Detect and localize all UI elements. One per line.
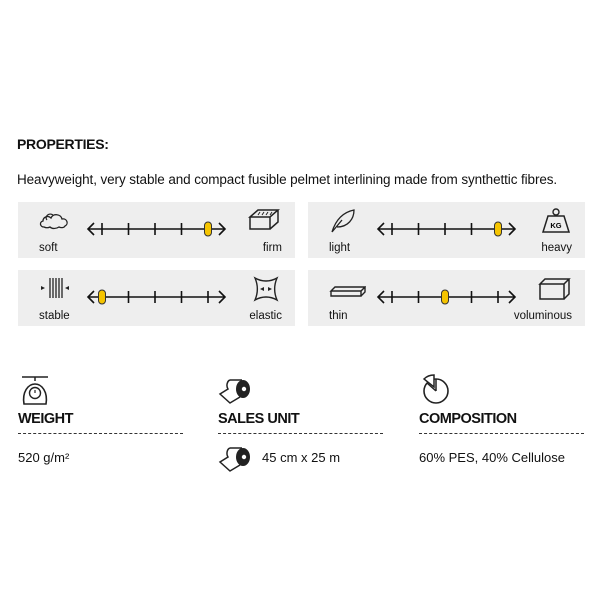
roll-icon (218, 447, 250, 472)
scale-right-label: firm (262, 242, 282, 254)
arrow-right-icon (218, 290, 227, 304)
scale-right-label: elastic (249, 310, 282, 322)
arrow-left-icon (376, 290, 385, 304)
scale-left-label: stable (39, 310, 70, 322)
arrow-left-icon (376, 222, 385, 236)
properties-heading: PROPERTIES: (17, 136, 109, 152)
scale-thin-voluminous: thin voluminous (308, 270, 585, 326)
thin-block-icon (329, 286, 366, 297)
pie-chart-icon (422, 374, 449, 404)
weight-value: 520 g/m² (18, 450, 70, 465)
slider-scale (376, 289, 517, 305)
scale-left-label: light (329, 242, 351, 254)
scale-left-label: thin (329, 310, 348, 322)
scale-marker (98, 289, 106, 305)
weight-heading: WEIGHT (18, 411, 74, 427)
brick-icon (248, 209, 280, 230)
arrow-left-icon (86, 222, 95, 236)
scale-soft-firm: soft firm (18, 202, 295, 258)
scale-marker (494, 221, 502, 237)
thick-block-icon (538, 278, 571, 300)
arrow-right-icon (508, 222, 517, 236)
cloud-icon (39, 213, 68, 230)
scale-right-label: heavy (541, 242, 572, 254)
arrow-right-icon (218, 222, 227, 236)
arrow-left-icon (86, 290, 95, 304)
divider (419, 433, 584, 434)
sales-unit-heading: SALES UNIT (218, 411, 300, 427)
compressed-fibres-icon (41, 278, 69, 298)
composition-value: 60% PES, 40% Cellulose (419, 450, 565, 465)
scale-light-heavy: KG light heavy (308, 202, 585, 258)
scale-marker (441, 289, 449, 305)
composition-heading: COMPOSITION (419, 411, 517, 427)
scale-marker (204, 221, 212, 237)
svg-text:KG: KG (550, 221, 561, 230)
arrow-right-icon (508, 290, 517, 304)
scale-stable-elastic: stable elastic (18, 270, 295, 326)
slider-scale (86, 221, 227, 237)
scale-right-label: voluminous (513, 310, 572, 322)
slider-scale (376, 221, 517, 237)
sales-unit-value: 45 cm x 25 m (262, 450, 341, 465)
kg-weight-icon: KG (541, 208, 571, 233)
properties-description: Heavyweight, very stable and compact fus… (17, 172, 558, 187)
feather-icon (331, 209, 355, 233)
stretch-icon (253, 276, 279, 302)
kitchen-scale-icon (22, 376, 48, 405)
slider-scale (86, 289, 227, 305)
scale-left-label: soft (39, 242, 58, 254)
divider (18, 433, 183, 434)
divider (218, 433, 383, 434)
roll-icon (218, 379, 250, 404)
